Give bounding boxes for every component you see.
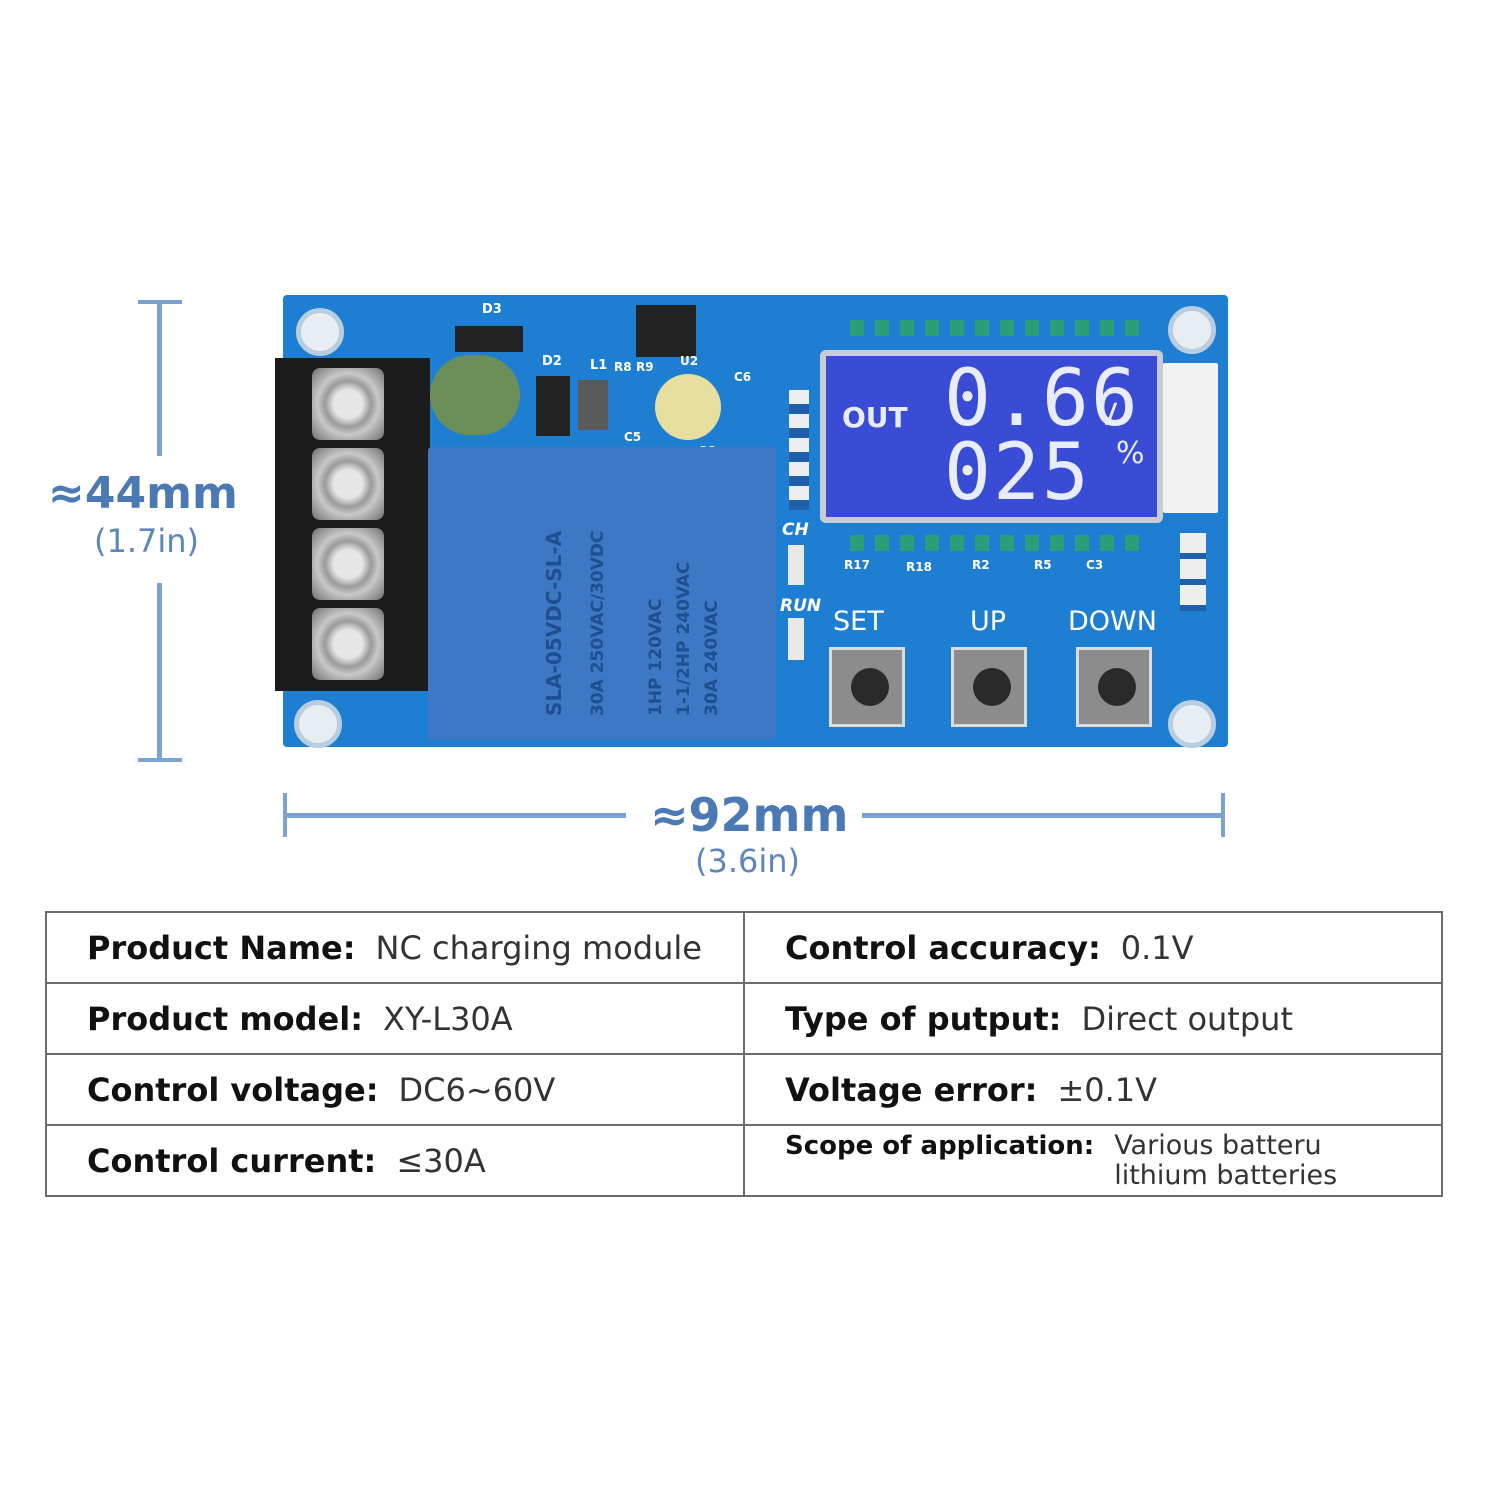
label-r18: R18 [906,560,932,574]
up-button-label: UP [970,606,1007,637]
width-dimension-sublabel: (3.6in) [695,842,801,880]
relay [428,447,776,740]
relay-text-4: 1-1/2HP 240VAC [674,561,694,716]
spec-cell-product-model: Product model: XY-L30A [45,982,745,1055]
spec-cell-scope-of-application: Scope of application: Various batteru li… [743,1124,1443,1197]
label-r2: R2 [972,558,990,572]
terminal-screw-3 [312,528,384,600]
label-u2: U2 [680,354,699,368]
diode-d3 [455,326,523,352]
down-button-cap [1098,668,1136,706]
height-dimension-label: ≈44mm [48,468,238,519]
header-pins-left [789,390,809,510]
spec-value: ≤30A [396,1141,486,1180]
spec-cell-output-type: Type of putput: Direct output [743,982,1443,1055]
label-d2: D2 [542,354,562,369]
header-pins-right [1180,533,1206,611]
terminal-screw-1 [312,368,384,440]
spec-value: XY-L30A [383,999,513,1038]
spec-value: 0.1V [1120,928,1194,967]
relay-text-1: SLA-05VDC-SL-A [542,530,566,716]
width-dimension-label: ≈92mm [650,788,849,842]
down-button[interactable] [1076,647,1152,727]
label-r8: R8 [614,360,632,374]
set-button[interactable] [829,647,905,727]
spec-cell-product-name: Product Name: NC charging module [45,911,745,984]
spec-cell-voltage-error: Voltage error: ±0.1V [743,1053,1443,1126]
spec-cell-control-accuracy: Control accuracy: 0.1V [743,911,1443,984]
label-r9: R9 [636,360,654,374]
spec-label: Control accuracy: [785,928,1101,967]
width-dimension-line-right [862,813,1224,818]
down-button-label: DOWN [1068,606,1157,637]
spec-label: Voltage error: [785,1070,1038,1109]
label-c3: C3 [1086,558,1104,572]
lcd-voltage-unit: V [1097,398,1118,433]
spec-label: Product Name: [87,928,356,967]
up-button[interactable] [951,647,1027,727]
mount-hole-bottom-left [294,700,342,748]
spec-label: Product model: [87,999,364,1038]
up-button-cap [973,668,1011,706]
capacitor-right [655,374,721,440]
set-button-cap [851,668,889,706]
label-r17: R17 [844,558,870,572]
spec-table: Product Name: NC charging module Control … [45,911,1443,1197]
spec-value: ±0.1V [1057,1070,1158,1109]
lcd-voltage-value: 0.66 [944,354,1140,444]
width-dimension-line-left [283,813,626,818]
mount-hole-top-left [296,308,344,356]
spec-label: Scope of application: [785,1130,1095,1161]
spec-row: Control current: ≤30A Scope of applicatio… [45,1124,1443,1197]
terminal-screw-2 [312,448,384,520]
spec-cell-control-voltage: Control voltage: DC6~60V [45,1053,745,1126]
mount-hole-top-right [1168,306,1216,354]
relay-text-5: 30A 240VAC [702,600,722,716]
indicator-led-ch [788,545,804,585]
spec-value: Direct output [1081,999,1293,1038]
spec-row: Control voltage: DC6~60V Voltage error: ±0… [45,1053,1443,1126]
spec-label: Type of putput: [785,999,1062,1038]
lcd-mode-label: OUT [842,401,908,434]
lcd-percent-value: 025 [944,428,1091,518]
height-dimension-sublabel: (1.7in) [94,522,200,560]
relay-text-3: 1HP 120VAC [646,598,666,716]
indicator-label-run: RUN [780,596,822,616]
lcd-pins-top [850,320,1140,336]
spec-cell-control-current: Control current: ≤30A [45,1124,745,1197]
label-l1: L1 [590,358,608,373]
spec-value: DC6~60V [398,1070,556,1109]
inductor-l1 [578,380,608,430]
label-r5: R5 [1034,558,1052,572]
mount-hole-bottom-right [1168,700,1216,748]
spec-label: Control current: [87,1141,377,1180]
label-c5: C5 [624,430,642,444]
label-d3: D3 [482,302,502,317]
spec-value-line-1: Various batteru [1114,1129,1322,1161]
lcd-pins-bottom [850,535,1140,551]
diode-d2 [536,376,570,436]
spec-value-line-2: lithium batteries [1114,1159,1338,1191]
lcd-bracket [1163,363,1218,513]
set-button-label: SET [833,606,884,637]
indicator-label-ch: CH [782,520,809,540]
lcd-display [820,350,1163,523]
ic-chip-u2 [636,305,696,357]
height-dimension-line-bottom [157,583,162,761]
height-dimension-bottom-cap [138,758,182,762]
label-c6: C6 [734,370,752,384]
spec-row: Product Name: NC charging module Control … [45,911,1443,984]
relay-text-2: 30A 250VAC/30VDC [588,530,608,716]
terminal-screw-4 [312,608,384,680]
capacitor-left [430,355,520,435]
spec-row: Product model: XY-L30A Type of putput: Dir… [45,982,1443,1055]
spec-label: Control voltage: [87,1070,379,1109]
spec-value: NC charging module [375,928,702,967]
lcd-percent-unit: % [1116,436,1145,471]
indicator-led-run [788,618,804,660]
height-dimension-line-top [157,300,162,456]
width-dimension-right-cap [1221,793,1225,837]
